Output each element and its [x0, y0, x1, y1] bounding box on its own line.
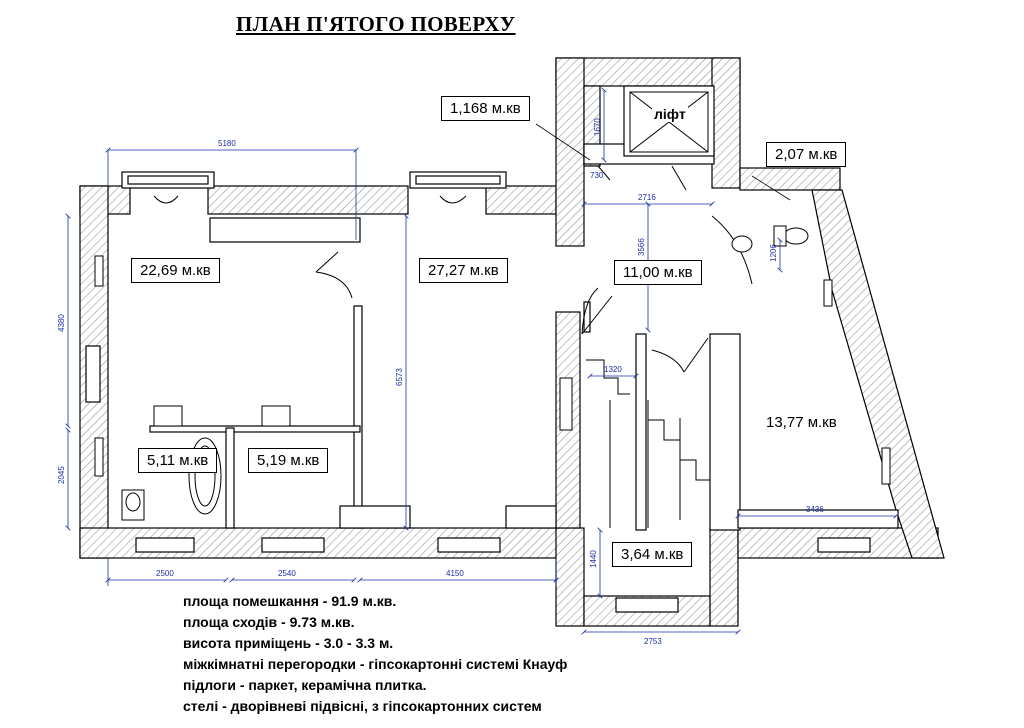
dimension-texts: 5180 4380 2045 2500 2540 4150 6573 1670 …	[57, 118, 824, 646]
note-line: підлоги - паркет, керамічна плитка.	[183, 677, 427, 693]
dim-730: 730	[590, 171, 604, 180]
right-exterior-wall	[811, 189, 945, 559]
note-line: стелі - дворівневі підвісні, з гіпсокарт…	[183, 698, 542, 714]
dim-3566: 3566	[637, 238, 646, 256]
room-area-label: 11,00 м.кв	[614, 260, 702, 285]
room-area-label: 22,69 м.кв	[131, 258, 220, 283]
dim-1320: 1320	[604, 365, 622, 374]
dim-2753: 2753	[644, 637, 662, 646]
note-line: міжкімнатні перегородки - гіпсокартонні …	[183, 656, 568, 672]
plan-title: ПЛАН П'ЯТОГО ПОВЕРХУ	[236, 12, 516, 36]
lift-label: ліфт	[652, 106, 688, 122]
lift-shaft	[629, 91, 709, 153]
dim-4150: 4150	[446, 569, 464, 578]
room-area-label: 13,77 м.кв	[766, 414, 837, 431]
dim-3436: 3436	[806, 505, 824, 514]
leader-lines	[535, 123, 791, 201]
dimension-lines	[68, 90, 896, 632]
dim-5180: 5180	[218, 139, 236, 148]
dim-1440: 1440	[589, 550, 598, 568]
dim-6573: 6573	[395, 368, 404, 386]
room-area-label: 2,07 м.кв	[766, 142, 847, 167]
note-line: площа помешкання - 91.9 м.кв.	[183, 593, 397, 609]
window-frames	[85, 171, 871, 613]
dim-2500: 2500	[156, 569, 174, 578]
dim-2540: 2540	[278, 569, 296, 578]
note-line: площа сходів - 9.73 м.кв.	[183, 614, 355, 630]
stairs	[586, 359, 710, 528]
dim-4380: 4380	[57, 314, 66, 332]
plan-notes: площа помешкання - 91.9 м.кв. площа сход…	[183, 594, 567, 720]
door-swings	[153, 165, 753, 373]
dim-2716: 2716	[638, 193, 656, 202]
room-area-label: 27,27 м.кв	[419, 258, 508, 283]
dim-1206: 1206	[769, 244, 778, 262]
room-area-label: 5,11 м.кв	[138, 448, 218, 473]
dim-2045: 2045	[57, 466, 66, 484]
room-area-label: 1,168 м.кв	[441, 96, 530, 121]
dim-1670: 1670	[593, 118, 602, 136]
room-area-label: 5,19 м.кв	[248, 448, 329, 473]
radiators	[94, 255, 891, 485]
note-line: висота приміщень - 3.0 - 3.3 м.	[183, 635, 394, 651]
room-area-label: 3,64 м.кв	[612, 542, 693, 567]
